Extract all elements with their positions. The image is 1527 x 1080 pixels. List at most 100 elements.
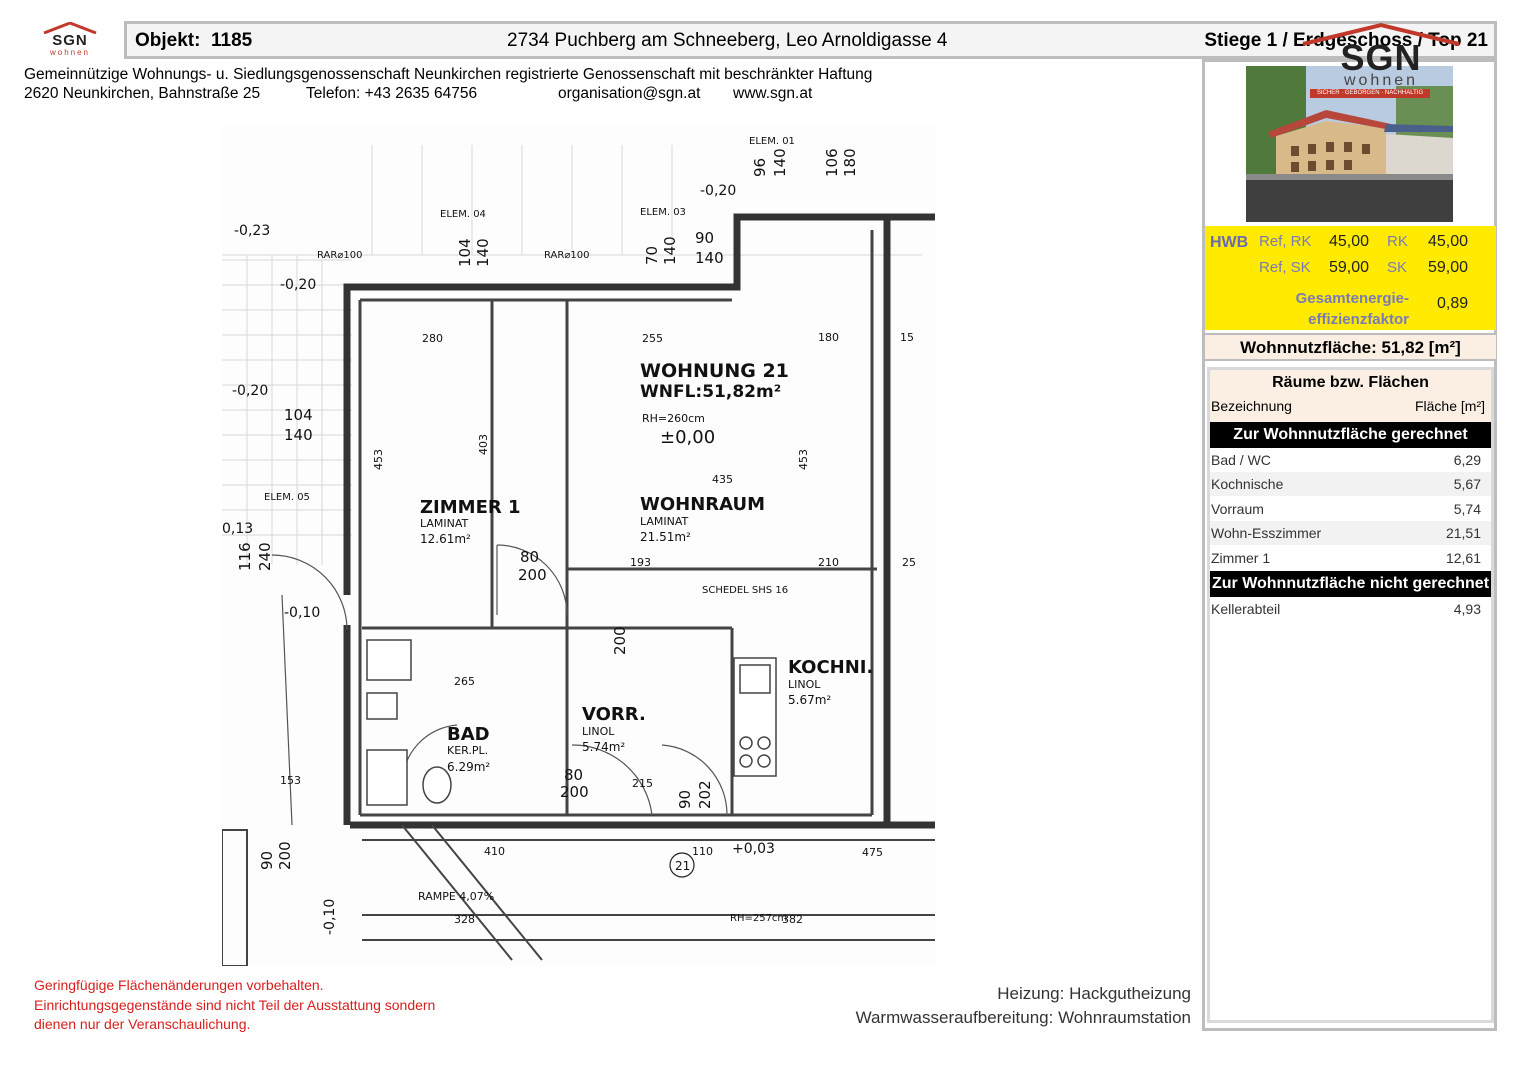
level-020b: -0,20 [232, 383, 268, 399]
plan-zimmer-area: 12.61m² [420, 532, 471, 546]
dim-116-v: 116 [236, 542, 254, 571]
dim-265: 265 [454, 675, 475, 688]
dim-193: 193 [630, 556, 651, 569]
plan-vorr-floor: LINOL [582, 725, 615, 738]
level-010a: -0,10 [284, 605, 320, 621]
plan-zimmer-label: ZIMMER 1 [420, 497, 521, 518]
ref-rk-label: Ref, RK [1259, 233, 1312, 250]
vertical-dimensions: 104 140 70 140 96 140 106 180 116 240 90… [236, 148, 859, 870]
dim-280: 280 [422, 332, 443, 345]
note-elem-03: ELEM. 03 [640, 207, 686, 218]
note-schedel: SCHEDEL SHS 16 [702, 585, 788, 596]
room-name: Bad / WC [1211, 452, 1271, 468]
plan-bad-label: BAD [447, 724, 490, 745]
table-row: Wohn-Esszimmer 21,51 [1210, 521, 1491, 545]
room-area: 12,61 [1445, 550, 1481, 566]
dim-90-v2: 90 [258, 851, 276, 870]
room-name: Kellerabteil [1211, 601, 1281, 617]
rooms-table-header: Räume bzw. Flächen Bezeichnung Fläche [m… [1210, 370, 1491, 422]
disclaimer-line3: dienen nur der Veranschaulichung. [34, 1016, 251, 1032]
bathroom-fixtures [366, 639, 452, 806]
object-address: 2734 Puchberg am Schneeberg, Leo Arnoldi… [507, 30, 948, 51]
plan-kochni-label: KOCHNI. [788, 657, 873, 678]
rk-value: 45,00 [1428, 233, 1469, 250]
plan-top-number: 21 [675, 859, 690, 873]
dim-240-v: 240 [256, 542, 274, 571]
organisation-name: Gemeinnützige Wohnungs- u. Siedlungsgeno… [24, 66, 873, 83]
room-area: 6,29 [1453, 452, 1481, 468]
dim-403-v: 403 [477, 434, 490, 455]
dim-202-v: 202 [696, 780, 714, 809]
dim-215: 215 [632, 777, 653, 790]
floor-plan: WOHNUNG 21 WNFL:51,82m² RH=260cm ±0,00 Z… [221, 125, 935, 967]
dim-96-v: 96 [751, 158, 769, 177]
plan-wohnraum-area: 21.51m² [640, 530, 691, 544]
plan-wohnraum-label: WOHNRAUM [640, 494, 765, 515]
dim-70-v: 70 [643, 246, 661, 265]
room-area: 5,74 [1453, 501, 1481, 517]
plan-vorr-label: VORR. [582, 704, 646, 725]
heizung: Heizung: Hackgutheizung [997, 984, 1191, 1003]
exterior-walls [343, 213, 935, 829]
dim-475: 475 [862, 846, 883, 859]
plan-bad-area: 6.29m² [447, 760, 490, 774]
room-name: Vorraum [1211, 501, 1264, 517]
logo-large-text: SGN [1340, 37, 1422, 78]
dim-140b: 140 [695, 249, 724, 267]
dim-104: 104 [284, 406, 313, 424]
rooms-table: Räume bzw. Flächen Bezeichnung Fläche [m… [1207, 367, 1494, 1023]
plan-rh-label: RH=260cm [642, 412, 705, 425]
corridor [221, 824, 935, 967]
room-area: 5,67 [1453, 476, 1481, 492]
note-rar-2: RAR⌀100 [544, 250, 589, 261]
plan-kochni-floor: LINOL [788, 678, 821, 691]
table-row: Kochnische 5,67 [1210, 472, 1491, 496]
logo-small-text: SGN [52, 32, 88, 49]
objekt-value: 1185 [211, 30, 253, 51]
org-phone: Telefon: +43 2635 64756 [306, 85, 478, 102]
dim-328: 328 [454, 913, 475, 926]
table-row: Zimmer 1 12,61 [1210, 546, 1491, 570]
level-013: 0,13 [222, 521, 253, 537]
col-flaeche: Fläche [m²] [1414, 398, 1485, 414]
exterior-tile-grid [222, 145, 922, 565]
dim-180: 180 [818, 331, 839, 344]
level-003: +0,03 [732, 841, 775, 857]
dim-200: 200 [518, 566, 547, 584]
room-name: Wohn-Esszimmer [1211, 525, 1322, 541]
room-name: Kochnische [1211, 476, 1284, 492]
warmwasser: Warmwasseraufbereitung: Wohnraumstation [855, 1008, 1191, 1027]
plan-wohnraum-floor: LAMINAT [640, 515, 689, 528]
dim-153: 153 [280, 774, 301, 787]
room-name: Zimmer 1 [1211, 550, 1271, 566]
dim-90-v: 90 [676, 790, 694, 809]
level-023: -0,23 [234, 223, 270, 239]
plan-level-label: ±0,00 [660, 427, 715, 448]
dim-140-v: 140 [474, 238, 492, 267]
ref-sk-label: Ref, SK [1259, 259, 1311, 276]
fgee-value: 0,89 [1437, 295, 1469, 312]
roof-icon-large [1302, 22, 1460, 46]
dim-410: 410 [484, 845, 505, 858]
logo-large-sub: wohnen [1343, 72, 1419, 89]
disclaimer: Geringfügige Flächenänderungen vorbehalt… [34, 976, 435, 1035]
level-020a: -0,20 [280, 277, 316, 293]
level-markers: -0,23 -0,20 -0,20 -0,20 -0,10 0,13 +0,03… [222, 183, 775, 935]
dim-200-v2: 200 [611, 626, 629, 655]
dim-435: 435 [712, 473, 733, 486]
kitchen-counter [733, 657, 777, 777]
hwb-label: HWB [1210, 234, 1249, 251]
level-020c: -0,20 [700, 183, 736, 199]
plan-vorr-area: 5.74m² [582, 740, 625, 754]
dim-180-v: 180 [841, 148, 859, 177]
dim-90: 90 [695, 229, 714, 247]
dimension-labels: 280 255 180 435 193 210 265 410 328 153 … [280, 229, 916, 926]
object-header: Objekt: 1185 2734 Puchberg am Schneeberg… [124, 21, 1497, 59]
sk-value: 59,00 [1428, 259, 1469, 276]
plan-bad-floor: KER.PL. [447, 744, 488, 757]
ref-rk-value: 45,00 [1329, 233, 1370, 250]
table-row: Bad / WC 6,29 [1210, 448, 1491, 472]
dim-210: 210 [818, 556, 839, 569]
sgn-logo-small: SGN wohnen [34, 22, 106, 58]
